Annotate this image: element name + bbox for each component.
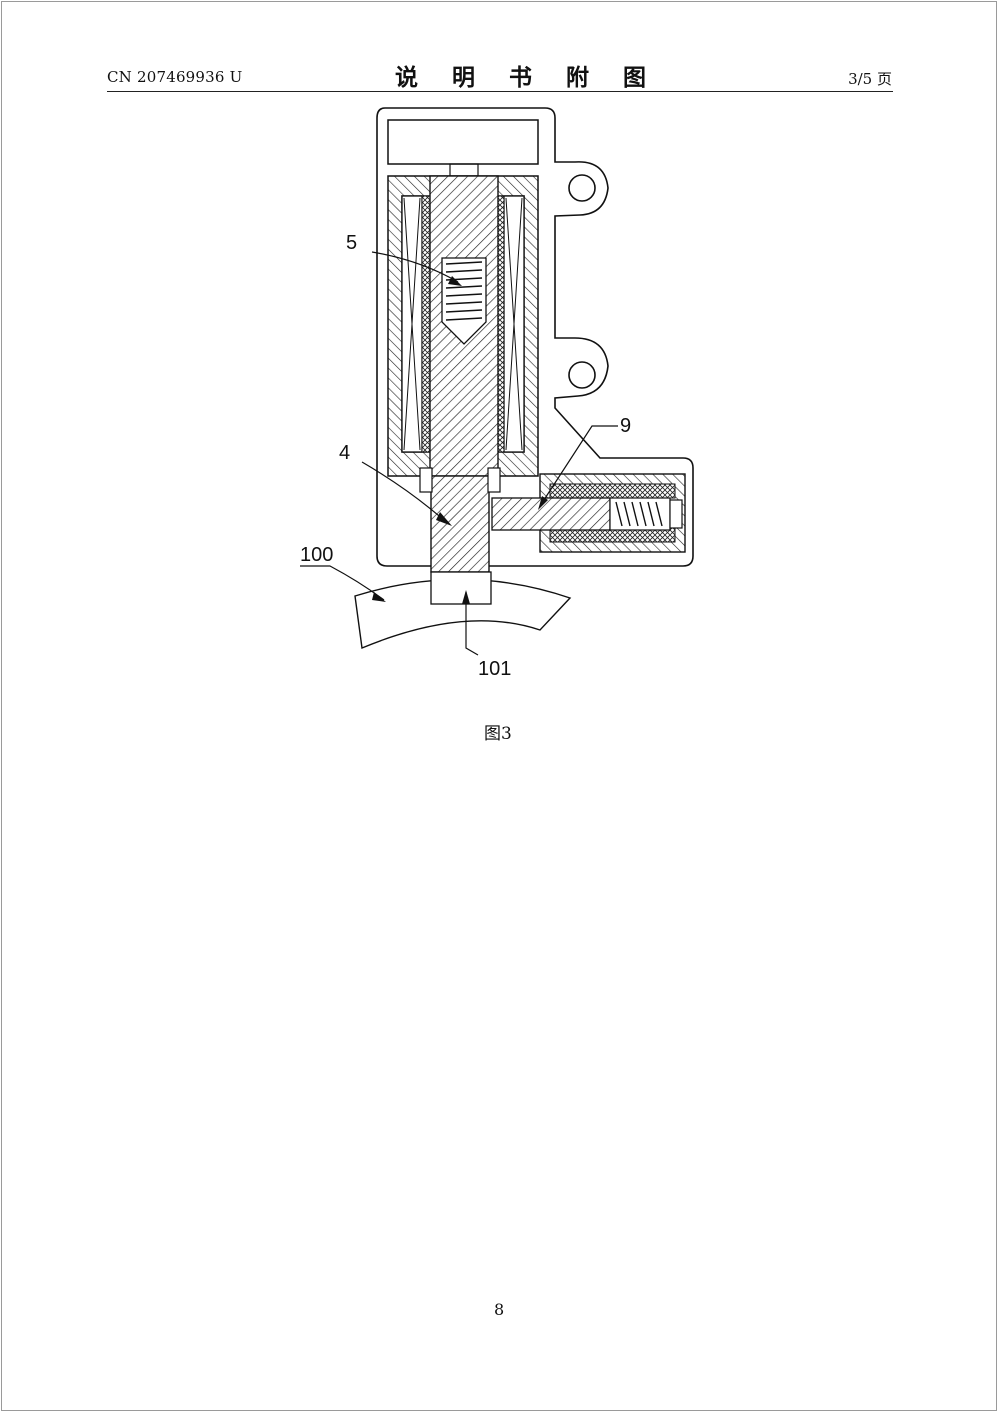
label-5: 5 xyxy=(346,232,357,254)
top-chamber xyxy=(387,119,539,165)
lock-pin xyxy=(430,475,490,573)
label-9: 9 xyxy=(620,415,631,437)
housing-outline xyxy=(376,107,694,567)
figure-caption: 图3 xyxy=(484,724,512,744)
side-pin xyxy=(491,497,611,531)
mount-hole-top xyxy=(568,174,596,202)
rotor-notch xyxy=(430,571,492,605)
label-4: 4 xyxy=(339,442,350,464)
page-of-total: 3/5 页 xyxy=(848,70,892,88)
publication-number: CN 207469936 U xyxy=(107,68,243,86)
label-100: 100 xyxy=(300,544,333,566)
mount-hole-middle xyxy=(568,361,596,389)
header-rule xyxy=(107,91,893,92)
label-101: 101 xyxy=(478,658,511,680)
section-title: 说 明 书 附 图 xyxy=(395,65,660,91)
rotor-segment xyxy=(354,578,572,649)
page-number: 8 xyxy=(494,1300,505,1319)
